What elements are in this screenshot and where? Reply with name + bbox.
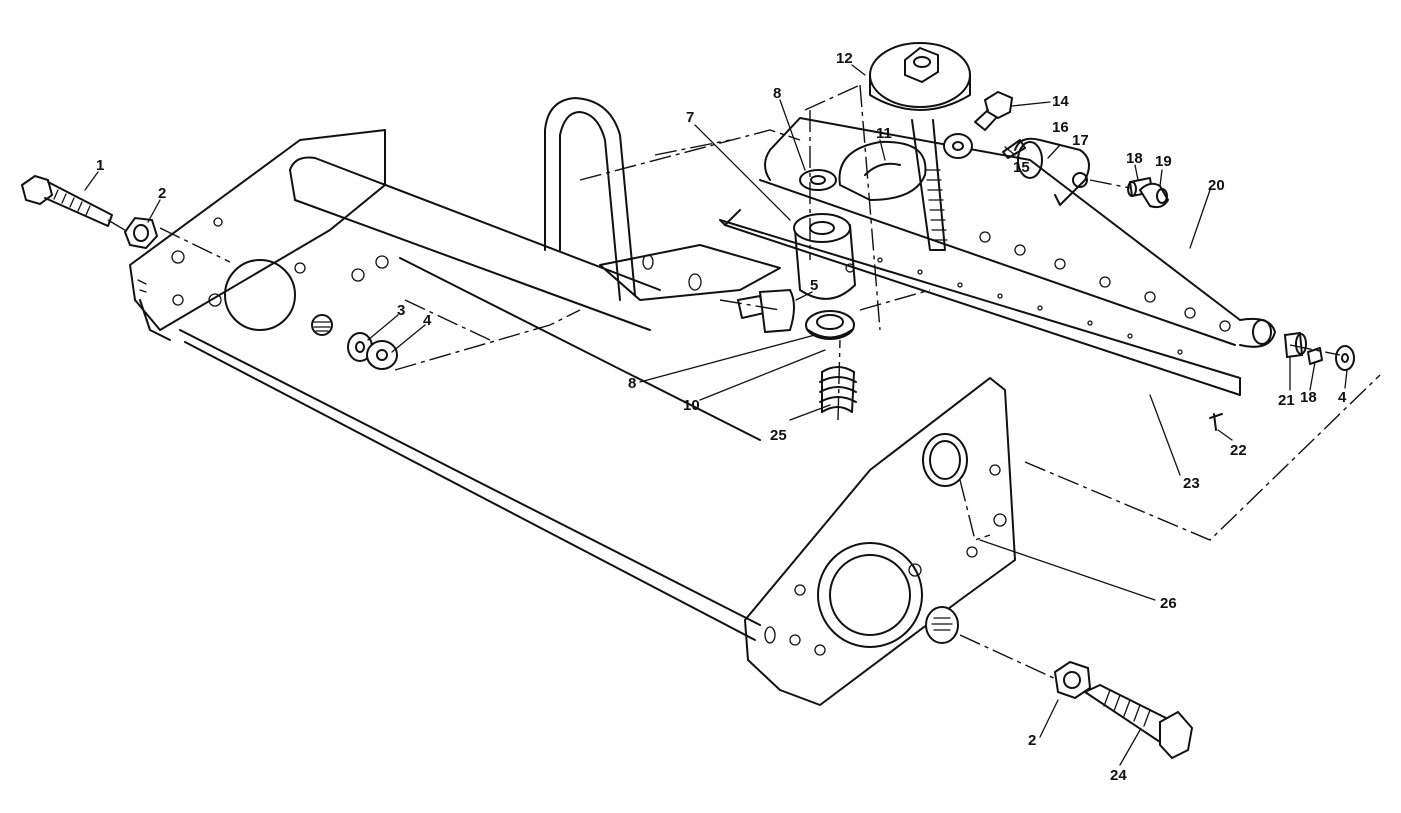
label-2: 2 [158,185,166,202]
part-labels: 1 2 3 4 5 7 8 8 10 11 12 14 15 16 17 18 … [96,50,1347,784]
label-3: 3 [397,302,405,319]
washer-3 [347,332,373,362]
bolt-14 [974,90,1014,131]
adjusting-knob [869,42,971,251]
bushing-18-right [1307,347,1323,365]
assembly-lines [107,84,1381,681]
spring-25 [819,366,857,413]
label-23: 23 [1183,475,1200,492]
housing-cylinder [793,213,856,300]
bolt-1 [20,174,113,227]
washer-4-right [1335,345,1355,371]
label-18-right: 18 [1300,389,1317,406]
upper-washer-8 [799,169,837,191]
label-5: 5 [810,277,818,294]
label-2-right: 2 [1028,732,1036,749]
label-8-bottom: 8 [628,375,636,392]
label-14: 14 [1052,93,1069,110]
label-25: 25 [770,427,787,444]
u-bolt [544,97,636,301]
bolt-24 [1084,684,1194,760]
washer-4-left [366,340,398,370]
label-4: 4 [423,312,432,329]
label-22: 22 [1230,442,1247,459]
label-24: 24 [1110,767,1127,784]
label-20: 20 [1208,177,1225,194]
label-12: 12 [836,50,853,67]
label-16: 16 [1052,119,1069,136]
label-7: 7 [686,109,694,126]
label-21: 21 [1278,392,1295,409]
label-11: 11 [876,125,892,142]
label-4-right: 4 [1338,389,1347,406]
main-tube [179,156,761,641]
label-8-top: 8 [773,85,781,102]
label-19: 19 [1155,153,1172,170]
label-1: 1 [96,157,104,174]
centre-bracket [599,244,781,301]
nut-2-right [1053,660,1092,700]
left-side-plate [129,129,389,341]
fitting-16 [1002,139,1026,159]
bushing-19 [1138,182,1170,209]
leader-lines [84,64,1348,766]
bedknife-bar [719,117,1276,396]
right-side-plate [744,377,1016,706]
bolt-5 [737,288,795,334]
spring-cup-10 [805,310,855,340]
screw-22 [1209,413,1223,431]
label-10: 10 [683,397,700,414]
label-18: 18 [1126,150,1143,167]
label-26: 26 [1160,595,1177,612]
nut-2-left [123,216,159,250]
label-15: 15 [1013,159,1030,176]
label-17: 17 [1072,132,1089,149]
washer-15 [943,133,973,159]
bushing-21 [1283,331,1307,359]
